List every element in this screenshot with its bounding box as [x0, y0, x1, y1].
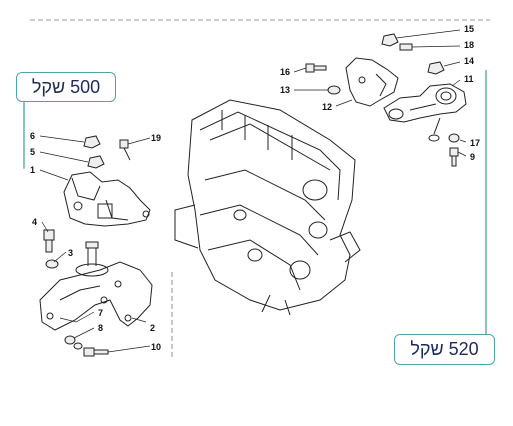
part-label-2: 2: [150, 323, 155, 333]
bolt-part-19: [119, 139, 131, 161]
lower-bracket-part-2: [39, 241, 153, 331]
frame-lines: [23, 19, 490, 360]
torque-mount-part-11: [383, 83, 467, 142]
price-callout-right: 520 שקל: [394, 334, 495, 365]
part-leader-lines: [39, 29, 467, 353]
nut-part-14: [427, 61, 445, 75]
part-label-17: 17: [470, 138, 480, 148]
part-label-5: 5: [30, 147, 35, 157]
bracket-part-12: [345, 57, 399, 107]
part-label-15: 15: [464, 24, 474, 34]
part-label-1: 1: [30, 165, 35, 175]
part-label-14: 14: [464, 56, 474, 66]
part-label-11: 11: [464, 74, 474, 84]
part-label-7: 7: [98, 308, 103, 318]
nut-part-13: [327, 85, 341, 95]
left-mount-part-1: [63, 171, 151, 227]
fasteners-parts-9-17: [448, 133, 460, 167]
part-label-4: 4: [32, 217, 37, 227]
part-label-18: 18: [464, 40, 474, 50]
part-label-6: 6: [30, 131, 35, 141]
part-label-19: 19: [151, 133, 161, 143]
part-label-13: 13: [280, 85, 290, 95]
bolt-part-4: [43, 229, 55, 253]
part-number-labels: 6 5 1 19 4 3 7 8 2 10 16 13 12 15 18 14 …: [30, 24, 480, 352]
price-callout-left: 500 שקל: [16, 72, 116, 102]
part-label-16: 16: [280, 67, 290, 77]
bolt-part-16: [305, 63, 327, 73]
fasteners-parts-7-8-10: [64, 335, 109, 357]
engine-block: [174, 99, 361, 316]
part-label-10: 10: [151, 342, 161, 352]
part-label-9: 9: [470, 152, 475, 162]
nut-part-3: [45, 259, 59, 269]
part-label-12: 12: [322, 102, 332, 112]
nut-parts-5-6: [83, 135, 105, 169]
callout-leaders: [23, 70, 487, 334]
part-label-3: 3: [68, 248, 73, 258]
part-label-8: 8: [98, 323, 103, 333]
